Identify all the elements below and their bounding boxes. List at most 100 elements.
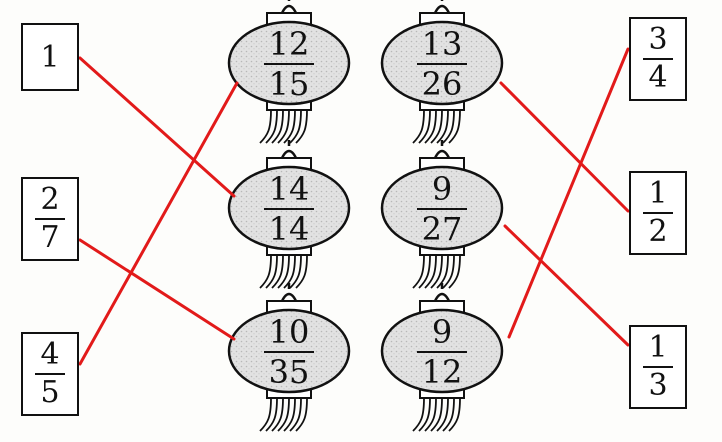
fraction-bar bbox=[417, 351, 467, 353]
lantern-tassel bbox=[448, 109, 461, 144]
lantern-tassel bbox=[412, 397, 425, 432]
lantern-12-15-denominator: 15 bbox=[268, 65, 310, 103]
lantern-tassel bbox=[289, 254, 302, 289]
box-three-quarters-numerator: 3 bbox=[648, 22, 668, 57]
lantern-tassel bbox=[424, 397, 437, 432]
lantern-13-26-fraction: 13 26 bbox=[417, 28, 467, 100]
lantern-tassel bbox=[265, 109, 278, 144]
lantern-9-12-fraction: 9 12 bbox=[417, 316, 467, 388]
lantern-tassel bbox=[436, 109, 449, 144]
box-three-quarters: 3 4 bbox=[629, 17, 687, 101]
connection-line-one-to-14-14 bbox=[78, 56, 236, 198]
lantern-tassel bbox=[289, 397, 302, 432]
fraction-bar bbox=[264, 208, 314, 210]
box-one-value: 1 bbox=[40, 39, 60, 75]
lantern-9-12-denominator: 12 bbox=[421, 353, 463, 391]
lantern-10-35-fraction: 10 35 bbox=[264, 316, 314, 388]
lantern-tassel bbox=[418, 254, 431, 289]
lantern-10-35-numerator: 10 bbox=[268, 313, 310, 351]
box-two-sevenths-numerator: 2 bbox=[40, 182, 60, 217]
box-four-fifths-numerator: 4 bbox=[40, 337, 60, 372]
fraction-bar bbox=[35, 373, 65, 375]
lantern-tassel bbox=[430, 109, 443, 144]
box-one-third: 1 3 bbox=[629, 325, 687, 409]
lantern-14-14-denominator: 14 bbox=[268, 210, 310, 248]
lantern-tassel bbox=[277, 254, 290, 289]
box-one-half: 1 2 bbox=[629, 171, 687, 255]
lantern-tassel bbox=[418, 109, 431, 144]
lantern-tassel bbox=[424, 254, 437, 289]
connection-line-one-half-to-13-26 bbox=[499, 81, 630, 213]
lantern-tassel bbox=[265, 254, 278, 289]
lantern-tassel bbox=[271, 397, 284, 432]
lantern-tassel bbox=[295, 397, 308, 432]
lantern-13-26-numerator: 13 bbox=[421, 25, 463, 63]
box-one-half-numerator: 1 bbox=[648, 176, 668, 211]
lantern-tassel bbox=[259, 397, 272, 432]
lantern-tassel bbox=[430, 397, 443, 432]
fraction-bar bbox=[643, 58, 673, 60]
connection-line-two-sevenths-to-10-35 bbox=[78, 238, 236, 341]
lantern-tassel bbox=[442, 254, 455, 289]
lantern-tassel bbox=[283, 109, 296, 144]
fraction-bar bbox=[264, 351, 314, 353]
lantern-tassel bbox=[412, 109, 425, 144]
connection-line-one-third-to-9-27 bbox=[503, 224, 630, 347]
box-three-quarters-denominator: 4 bbox=[648, 60, 668, 95]
box-one-half-denominator: 2 bbox=[648, 214, 668, 249]
box-four-fifths: 4 5 bbox=[21, 332, 79, 416]
lantern-tassel bbox=[295, 109, 308, 144]
lantern-tassel bbox=[271, 254, 284, 289]
lantern-tassel bbox=[271, 109, 284, 144]
lantern-tassel bbox=[283, 397, 296, 432]
lantern-9-27-fraction: 9 27 bbox=[417, 173, 467, 245]
lantern-tassel bbox=[442, 397, 455, 432]
lantern-tassel bbox=[277, 109, 290, 144]
lantern-14-14-numerator: 14 bbox=[268, 170, 310, 208]
lantern-9-27-numerator: 9 bbox=[431, 170, 453, 208]
lantern-hook bbox=[433, 149, 451, 159]
fraction-bar bbox=[643, 366, 673, 368]
lantern-tassel bbox=[448, 254, 461, 289]
box-one-third-numerator: 1 bbox=[648, 330, 668, 365]
lantern-tassel bbox=[289, 109, 302, 144]
fraction-bar bbox=[417, 63, 467, 65]
lantern-tassel bbox=[277, 397, 290, 432]
connection-line-four-fifths-to-12-15 bbox=[78, 81, 239, 366]
fraction-bar bbox=[643, 212, 673, 214]
lantern-hook bbox=[433, 4, 451, 14]
lantern-tassel bbox=[265, 397, 278, 432]
lantern-14-14-fraction: 14 14 bbox=[264, 173, 314, 245]
lantern-hook bbox=[433, 292, 451, 302]
fraction-bar bbox=[417, 208, 467, 210]
box-two-sevenths: 2 7 bbox=[21, 177, 79, 261]
box-one-third-denominator: 3 bbox=[648, 368, 668, 403]
lantern-tassel bbox=[424, 109, 437, 144]
lantern-tassel bbox=[418, 397, 431, 432]
lantern-tassel bbox=[436, 397, 449, 432]
lantern-tassel bbox=[283, 254, 296, 289]
lantern-tassel bbox=[295, 254, 308, 289]
box-two-sevenths-denominator: 7 bbox=[40, 220, 60, 255]
lantern-12-15-numerator: 12 bbox=[268, 25, 310, 63]
lantern-hook bbox=[280, 292, 298, 302]
connection-line-three-quarters-to-9-12 bbox=[507, 47, 630, 339]
lantern-tassel bbox=[430, 254, 443, 289]
lantern-hook bbox=[280, 149, 298, 159]
box-four-fifths-denominator: 5 bbox=[40, 375, 60, 410]
lantern-tassel bbox=[259, 109, 272, 144]
lantern-9-12-numerator: 9 bbox=[431, 313, 453, 351]
fraction-bar bbox=[35, 218, 65, 220]
lantern-12-15-fraction: 12 15 bbox=[264, 28, 314, 100]
lantern-tassel bbox=[436, 254, 449, 289]
lantern-tassel bbox=[259, 254, 272, 289]
lantern-10-35-denominator: 35 bbox=[268, 353, 310, 391]
lantern-13-26-denominator: 26 bbox=[421, 65, 463, 103]
lantern-tassel bbox=[448, 397, 461, 432]
lantern-hook bbox=[280, 4, 298, 14]
box-one: 1 bbox=[21, 23, 79, 91]
fraction-bar bbox=[264, 63, 314, 65]
lantern-tassel bbox=[412, 254, 425, 289]
